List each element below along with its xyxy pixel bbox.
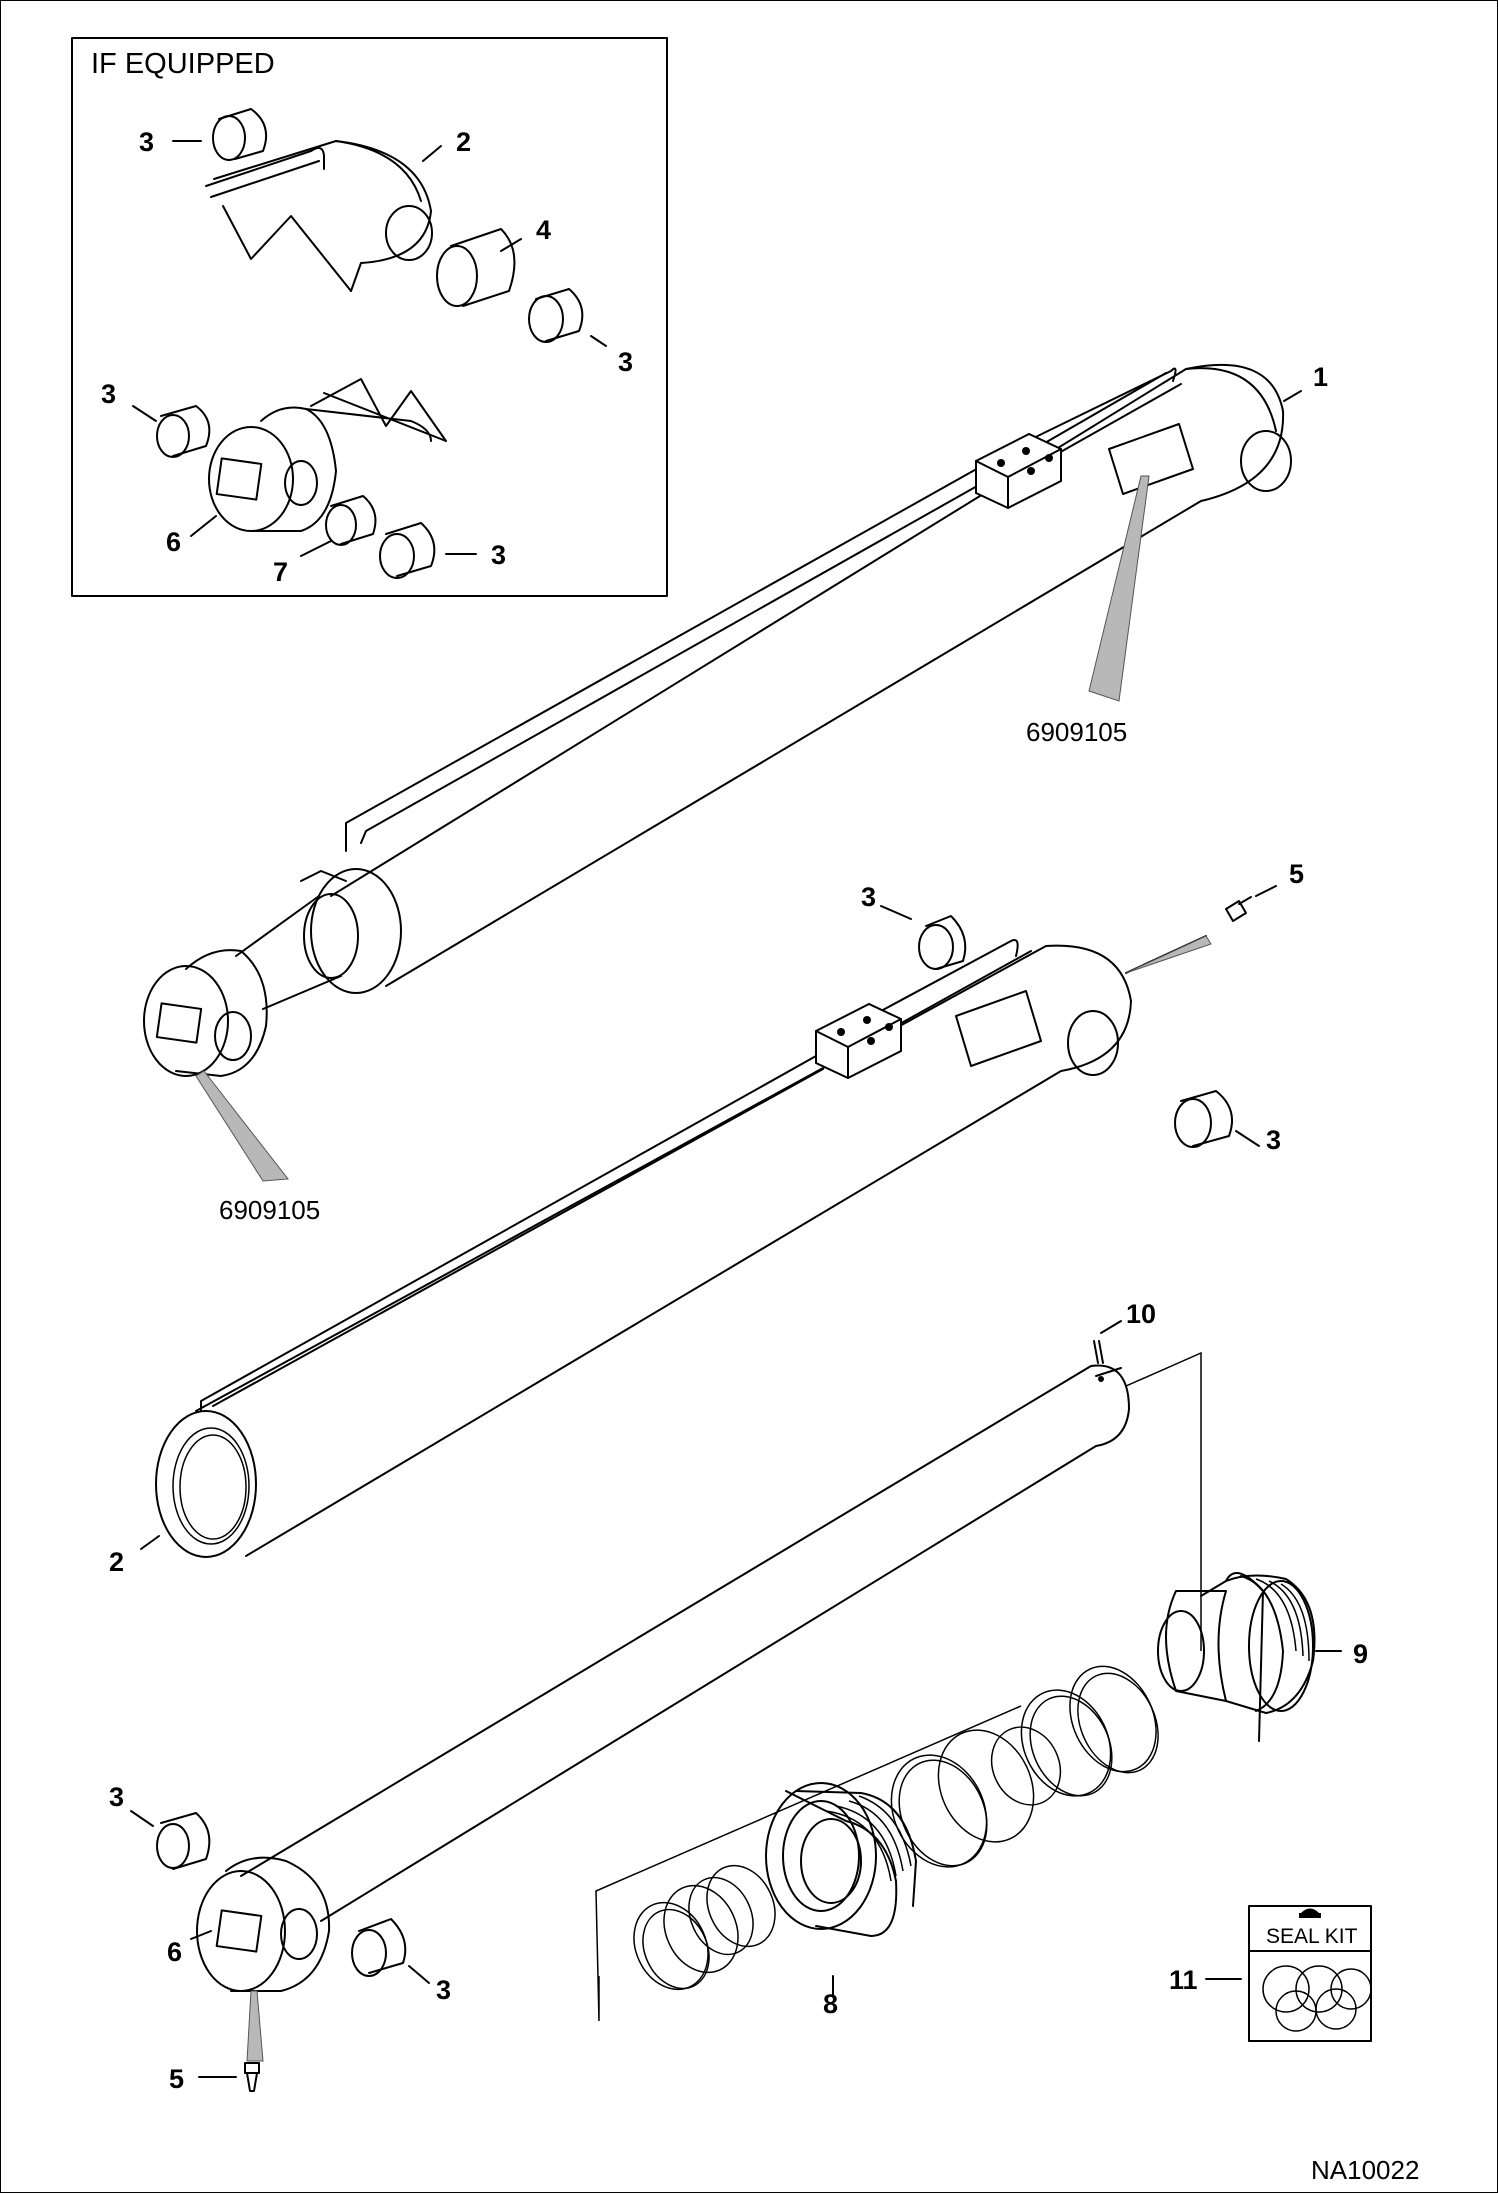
callout-barrel: 2 bbox=[109, 1547, 124, 1577]
figure-id: NA10022 bbox=[1311, 2155, 1419, 2185]
fitting-leader-bottom bbox=[246, 1990, 264, 2062]
inset-bushing-top-left bbox=[212, 108, 267, 161]
decal-leader-assembly bbox=[1088, 475, 1150, 702]
inset-bushing-left bbox=[156, 405, 211, 458]
part-number-decal-assembly: 6909105 bbox=[1026, 717, 1127, 747]
callout-bushing-mid-right: 3 bbox=[1266, 1125, 1281, 1155]
decal-leader-rod-end bbox=[195, 1070, 289, 1182]
callout-bushing-mid-left: 3 bbox=[861, 882, 876, 912]
callout-head: 8 bbox=[823, 1989, 838, 2019]
callout-pin: 10 bbox=[1126, 1299, 1156, 1329]
callout-rod: 6 bbox=[167, 1937, 182, 1967]
cylinder-assembly bbox=[143, 363, 1292, 1077]
callout-seal-kit: 11 bbox=[1169, 1965, 1198, 1995]
part-number-decal-rod-end: 6909105 bbox=[219, 1195, 320, 1225]
callout-inset-bushing-left: 3 bbox=[101, 379, 116, 409]
head-seals bbox=[633, 1864, 776, 1991]
inset-title: IF EQUIPPED bbox=[91, 48, 275, 80]
barrel bbox=[155, 939, 1132, 1558]
head bbox=[765, 1782, 917, 1937]
callout-fitting-bottom: 5 bbox=[169, 2064, 184, 2094]
inset-rod-end bbox=[208, 378, 447, 532]
pin bbox=[1093, 1340, 1104, 1364]
fitting-leader bbox=[1125, 935, 1212, 974]
inset-bushing-bottom bbox=[379, 522, 436, 579]
callout-assembly: 1 bbox=[1313, 362, 1328, 392]
inset-bushing-right bbox=[528, 288, 584, 343]
callout-inset-bushing-top-left: 3 bbox=[139, 127, 154, 157]
seal-kit: SEAL KIT bbox=[1248, 1905, 1372, 2042]
inset-frame bbox=[71, 37, 668, 597]
callout-inset-spacer: 4 bbox=[536, 215, 551, 245]
bushing-mid-right bbox=[1174, 1090, 1233, 1148]
callout-inset-bushing-bottom: 3 bbox=[491, 540, 506, 570]
grease-fitting-top bbox=[1225, 896, 1252, 922]
callout-piston: 9 bbox=[1353, 1639, 1368, 1669]
inset-small-bushing bbox=[325, 495, 377, 546]
callout-inset-barrel: 2 bbox=[456, 127, 471, 157]
callout-inset-rod-end: 6 bbox=[166, 527, 181, 557]
piston-seals bbox=[890, 1665, 1159, 1868]
callout-inset-small-bushing: 7 bbox=[273, 557, 288, 587]
bushing-mid-left bbox=[918, 915, 967, 970]
piston bbox=[1157, 1572, 1316, 1742]
bushing-rod-left bbox=[156, 1812, 211, 1870]
callout-bushing-rod-left: 3 bbox=[109, 1782, 124, 1812]
bushing-rod-right bbox=[351, 1918, 407, 1977]
rod bbox=[196, 1364, 1130, 1992]
seal-kit-label: SEAL KIT bbox=[1266, 1925, 1358, 1948]
callout-inset-bushing-right: 3 bbox=[618, 347, 633, 377]
inset-spacer bbox=[436, 228, 516, 307]
grease-fitting-bottom bbox=[244, 2062, 260, 2092]
inset-barrel-end bbox=[205, 140, 433, 292]
callout-bushing-rod-right: 3 bbox=[436, 1975, 451, 2005]
callout-fitting-top: 5 bbox=[1289, 859, 1304, 889]
